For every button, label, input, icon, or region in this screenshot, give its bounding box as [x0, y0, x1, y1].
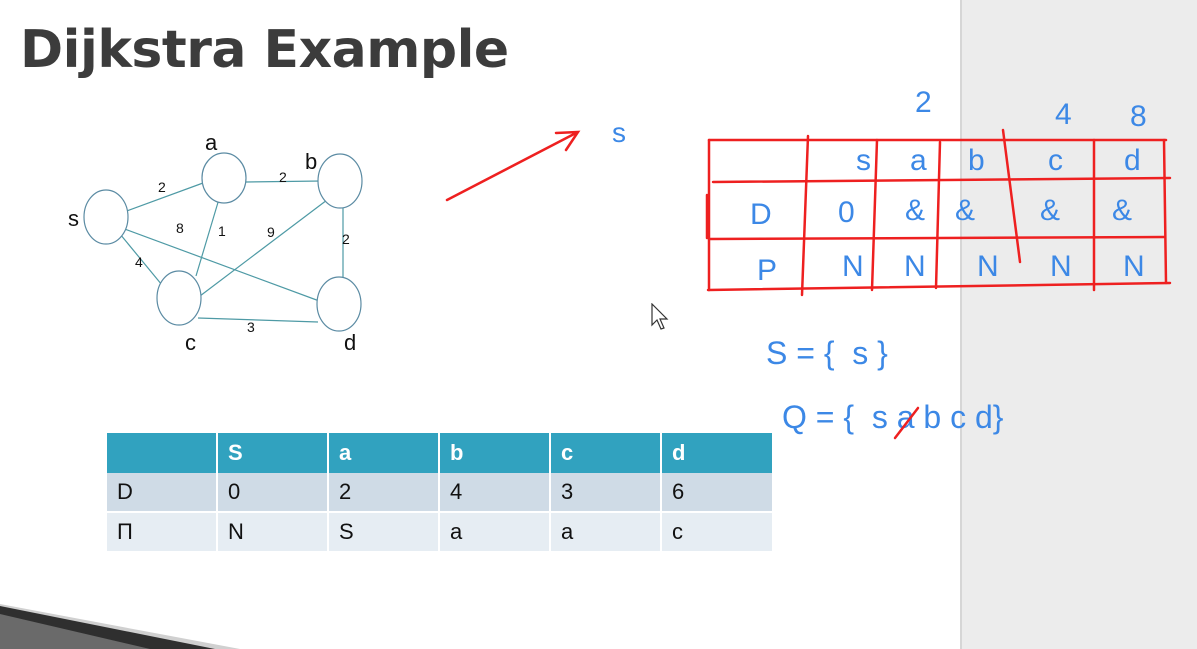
table-header-cell: c — [549, 433, 661, 473]
table-cell: 4 — [438, 473, 550, 512]
handwritten-table-grid — [705, 128, 1172, 297]
node-label-b: b — [305, 149, 317, 174]
edge-s-a — [123, 182, 204, 213]
hw-row-p-value: N — [904, 250, 926, 283]
decorative-wedge-icon — [0, 604, 240, 649]
edge-a-c — [195, 198, 220, 277]
slide-title: Dijkstra Example — [20, 20, 509, 80]
hw-row-d-value: & — [955, 194, 975, 227]
node-d — [316, 276, 362, 332]
hw-row-d-value: & — [1112, 194, 1132, 227]
hw-row-p-value: N — [1123, 250, 1145, 283]
node-b — [317, 153, 363, 209]
table-header-cell: S — [216, 433, 328, 473]
hw-row-p-value: N — [842, 250, 864, 283]
hw-header-a: a — [910, 144, 927, 177]
update-above-d: 8 — [1130, 100, 1147, 133]
table-cell: a — [549, 511, 661, 551]
table-row: Π N S a a c — [107, 511, 772, 551]
table-cell: D — [107, 473, 217, 512]
weight-s-d: 8 — [176, 220, 184, 236]
update-above-a: 2 — [915, 86, 932, 119]
table-cell: 3 — [549, 473, 661, 512]
hw-row-p-value: N — [977, 250, 999, 283]
table-header-cell: d — [660, 433, 772, 473]
hw-header-d: d — [1124, 144, 1141, 177]
table-row: D 0 2 4 3 6 — [107, 473, 772, 512]
table-header-cell: a — [327, 433, 439, 473]
graph-diagram: s a b c d 2 2 8 1 9 2 4 3 — [68, 130, 363, 355]
edge-c-d — [197, 317, 319, 323]
node-c — [156, 270, 202, 326]
edge-c-b — [199, 199, 328, 297]
hw-header-c: c — [1048, 144, 1063, 177]
hw-header-s: s — [856, 144, 871, 177]
table-cell: 6 — [660, 473, 772, 512]
node-label-c: c — [185, 330, 196, 355]
node-label-a: a — [205, 130, 218, 155]
node-label-d: d — [344, 330, 356, 355]
side-panel — [960, 0, 1197, 649]
table-cell: Π — [107, 511, 217, 551]
weight-s-a: 2 — [158, 179, 166, 195]
hw-row-p-label: P — [757, 254, 777, 287]
table-cell: 2 — [327, 473, 439, 512]
table-cell: c — [660, 511, 772, 551]
set-q-expression: Q = { s a b c d} — [782, 399, 1004, 435]
hw-row-d-value: 0 — [838, 196, 855, 229]
hw-header-b: b — [968, 144, 985, 177]
edge-s-d — [121, 227, 323, 303]
hw-row-d-value: & — [905, 194, 925, 227]
strike-mark-icon — [893, 406, 920, 440]
node-s — [83, 189, 129, 245]
arrow-target-label: s — [612, 117, 626, 148]
table-header-row: S a b c d — [107, 433, 772, 473]
edge-a-b — [245, 180, 323, 183]
table-header-cell — [107, 433, 217, 473]
weight-a-c: 1 — [218, 223, 226, 239]
hw-row-d-value: & — [1040, 194, 1060, 227]
mouse-cursor-icon — [651, 303, 669, 330]
hw-row-p-value: N — [1050, 250, 1072, 283]
weight-b-d: 2 — [342, 231, 350, 247]
weight-c-d: 3 — [247, 319, 255, 335]
update-above-c: 4 — [1055, 98, 1072, 131]
weight-s-c: 4 — [135, 254, 143, 270]
hw-row-d-label: D — [750, 198, 772, 231]
node-label-s: s — [68, 206, 79, 231]
edge-s-c — [119, 233, 163, 286]
table-cell: a — [438, 511, 550, 551]
set-s-expression: S = { s } — [766, 335, 888, 371]
table-cell: N — [216, 511, 328, 551]
node-a — [201, 152, 247, 204]
result-table: S a b c d D 0 2 4 3 6 Π N S a a c — [107, 433, 772, 551]
table-header-cell: b — [438, 433, 550, 473]
weight-a-b: 2 — [279, 169, 287, 185]
red-arrow-icon — [445, 130, 581, 202]
table-cell: S — [327, 511, 439, 551]
table-cell: 0 — [216, 473, 328, 512]
weight-c-b: 9 — [267, 224, 275, 240]
